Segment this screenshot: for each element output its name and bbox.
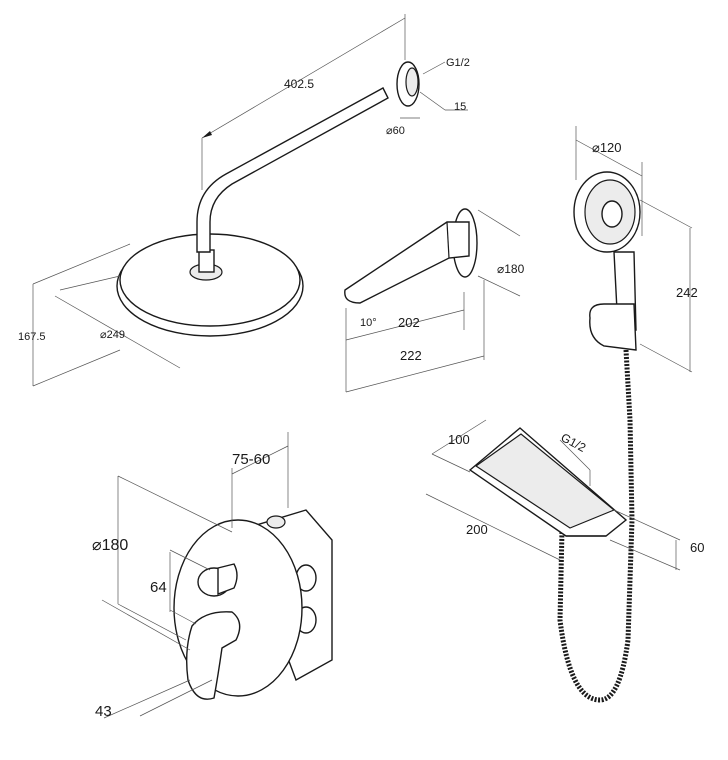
head-diameter-label: ⌀249 — [100, 329, 125, 341]
hand-shower — [557, 171, 641, 703]
shelf-dimension-lines — [425, 419, 681, 571]
box-depth-label: 75-60 — [232, 451, 270, 468]
mixer-height-label: 64 — [150, 579, 167, 596]
mixer-dimension-lines — [101, 432, 289, 719]
shower-hose — [557, 349, 635, 703]
spout-angle-label: 10° — [360, 317, 377, 329]
flange-depth-label: 15 — [454, 101, 466, 113]
spout-dimension-lines — [345, 209, 521, 393]
mixer-lever — [185, 611, 241, 700]
overhead-shower — [116, 61, 420, 337]
mixer-plate-label: ⌀180 — [92, 537, 128, 554]
shower-arm — [196, 87, 389, 253]
shower-shelf — [468, 427, 628, 537]
spout-flange-label: ⌀180 — [497, 262, 525, 276]
bath-spout — [344, 208, 478, 304]
head-height-label: 167.5 — [18, 331, 46, 343]
shelf-width-label: 200 — [466, 522, 488, 537]
shelf-thread-label: G1/2 — [559, 430, 589, 455]
hand-shower-center — [601, 200, 623, 228]
wall-bracket — [589, 303, 637, 351]
arm-flange-inner — [405, 67, 419, 97]
hand-diameter-label: ⌀120 — [592, 140, 622, 155]
mixer-box-inlet — [266, 515, 286, 529]
arm-length-label: 402.5 — [284, 77, 314, 91]
shelf-height-label: 60 — [690, 540, 704, 555]
spout-total-label: 222 — [400, 348, 422, 363]
spout-body — [344, 221, 470, 304]
flange-diameter-label: ⌀60 — [386, 125, 405, 137]
hand-height-label: 242 — [676, 285, 698, 300]
mixer-offset-label: 43 — [95, 703, 112, 720]
hand-dimension-lines — [575, 126, 693, 373]
diverter-knob-body — [217, 563, 238, 596]
shelf-depth-label: 100 — [448, 432, 470, 447]
spout-reach-label: 202 — [398, 315, 420, 330]
concealed-mixer — [173, 509, 333, 700]
arm-thread-label: G1/2 — [446, 57, 470, 69]
overhead-dimension-lines — [32, 14, 468, 387]
head-connector-neck — [198, 249, 215, 273]
